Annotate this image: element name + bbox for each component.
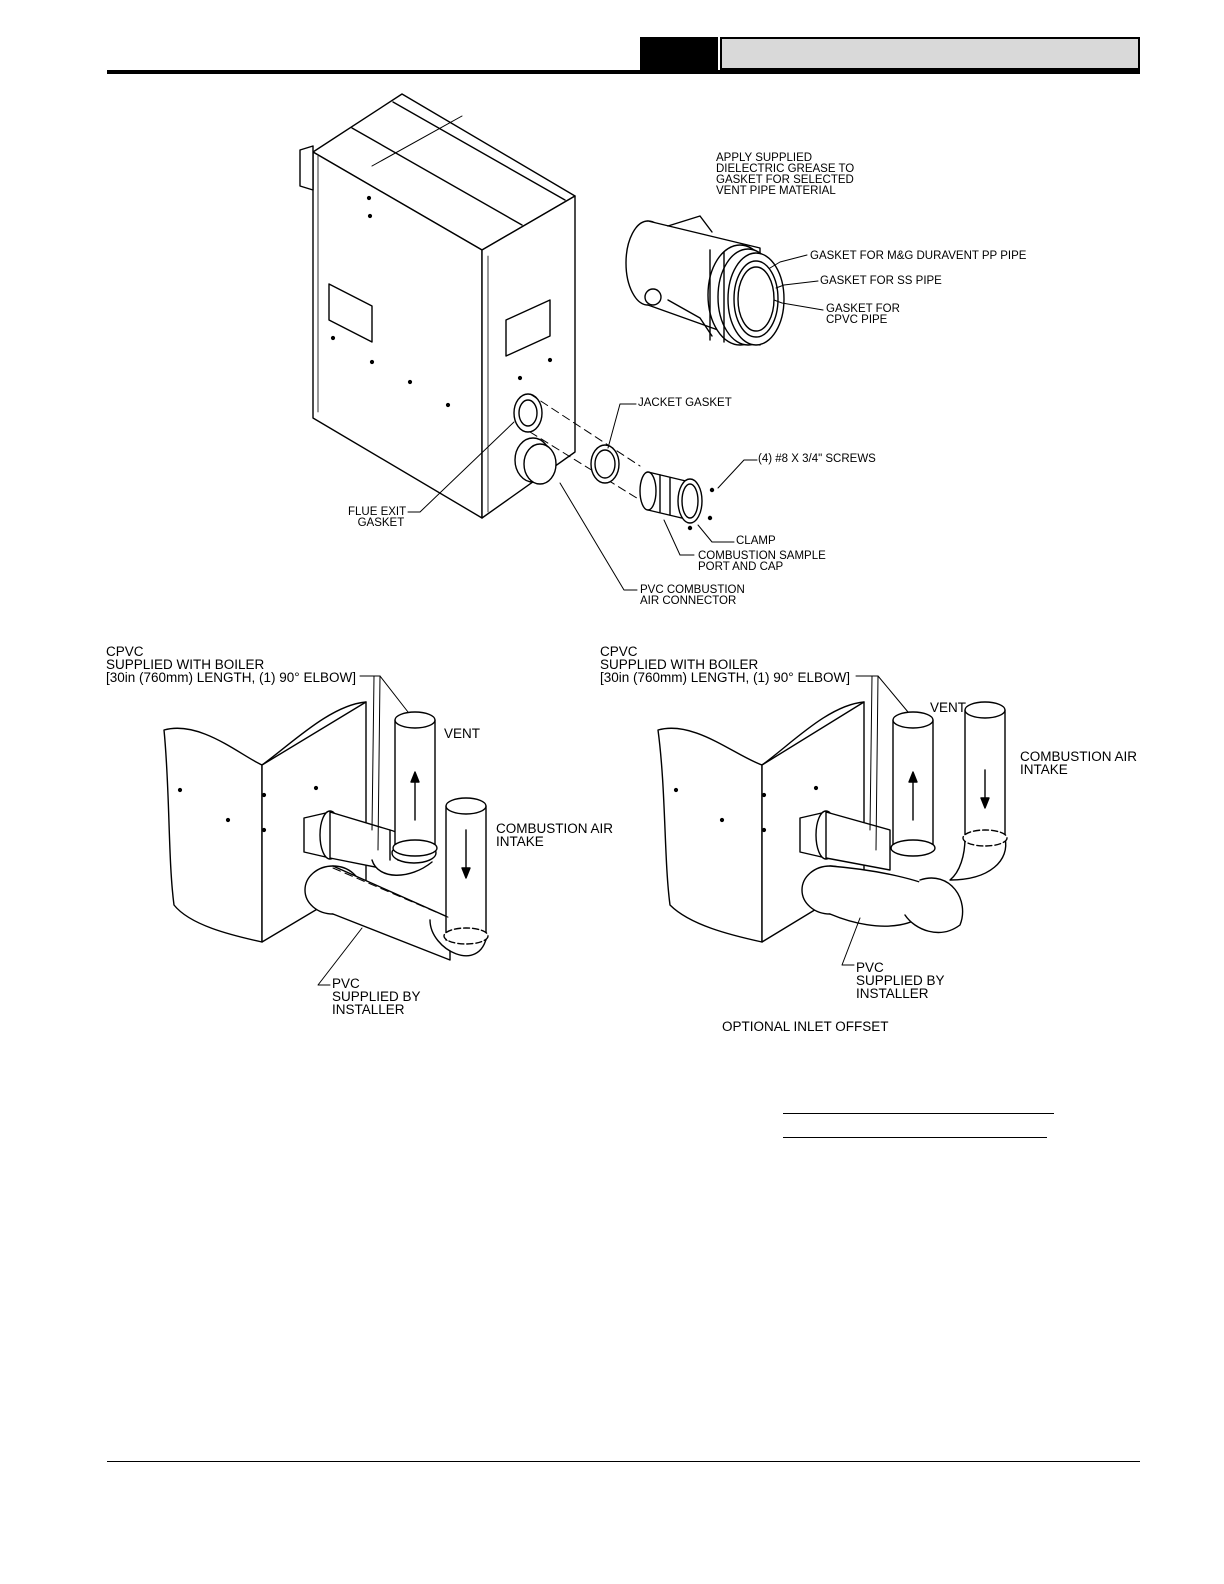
gasket-detail-adapter — [625, 215, 785, 346]
footer-rule — [107, 1461, 1140, 1462]
right-intake-label: COMBUSTION AIR INTAKE — [1020, 749, 1138, 777]
right-vent-label: VENT — [930, 700, 967, 715]
pvc-connector-label: PVC COMBUSTION AIR CONNECTOR — [640, 584, 745, 607]
optional-inlet-offset-caption: OPTIONAL INLET OFFSET — [722, 1019, 889, 1034]
left-pvc-label: PVC SUPPLIED BY INSTALLER — [332, 976, 421, 1017]
clamp-label: CLAMP — [736, 535, 776, 547]
gasket-ss-label: GASKET FOR SS PIPE — [820, 275, 942, 287]
gasket-cpvc-label: GASKET FOR CPVC PIPE — [826, 303, 900, 326]
right-installation-figure — [657, 675, 1008, 966]
boiler-cabinet — [299, 93, 641, 519]
right-cpvc-note: CPVC SUPPLIED WITH BOILER [30in (760mm) … — [600, 644, 850, 685]
section-tab — [640, 37, 718, 70]
blank-rule-1 — [783, 1113, 1054, 1114]
blank-rule-2 — [783, 1137, 1047, 1138]
flue-exit-gasket-label: FLUE EXIT GASKET — [348, 506, 407, 529]
section-title-bar — [720, 37, 1140, 70]
left-installation-figure — [163, 675, 489, 986]
gasket-pp-label: GASKET FOR M&G DURAVENT PP PIPE — [810, 250, 1027, 262]
screws-label: (4) #8 X 3/4" SCREWS — [758, 453, 876, 465]
vent-adapter — [639, 471, 715, 531]
dielectric-grease-note: APPLY SUPPLIED DIELECTRIC GREASE TO GASK… — [716, 152, 855, 197]
top-leader-lines — [407, 254, 824, 591]
header-rule — [107, 70, 1140, 74]
left-vent-label: VENT — [444, 726, 481, 741]
left-cpvc-note: CPVC SUPPLIED WITH BOILER [30in (760mm) … — [106, 644, 356, 685]
right-pvc-label: PVC SUPPLIED BY INSTALLER — [856, 960, 945, 1001]
jacket-gasket-label: JACKET GASKET — [638, 397, 732, 409]
sample-port-label: COMBUSTION SAMPLE PORT AND CAP — [698, 550, 826, 573]
left-intake-label: COMBUSTION AIR INTAKE — [496, 821, 614, 849]
